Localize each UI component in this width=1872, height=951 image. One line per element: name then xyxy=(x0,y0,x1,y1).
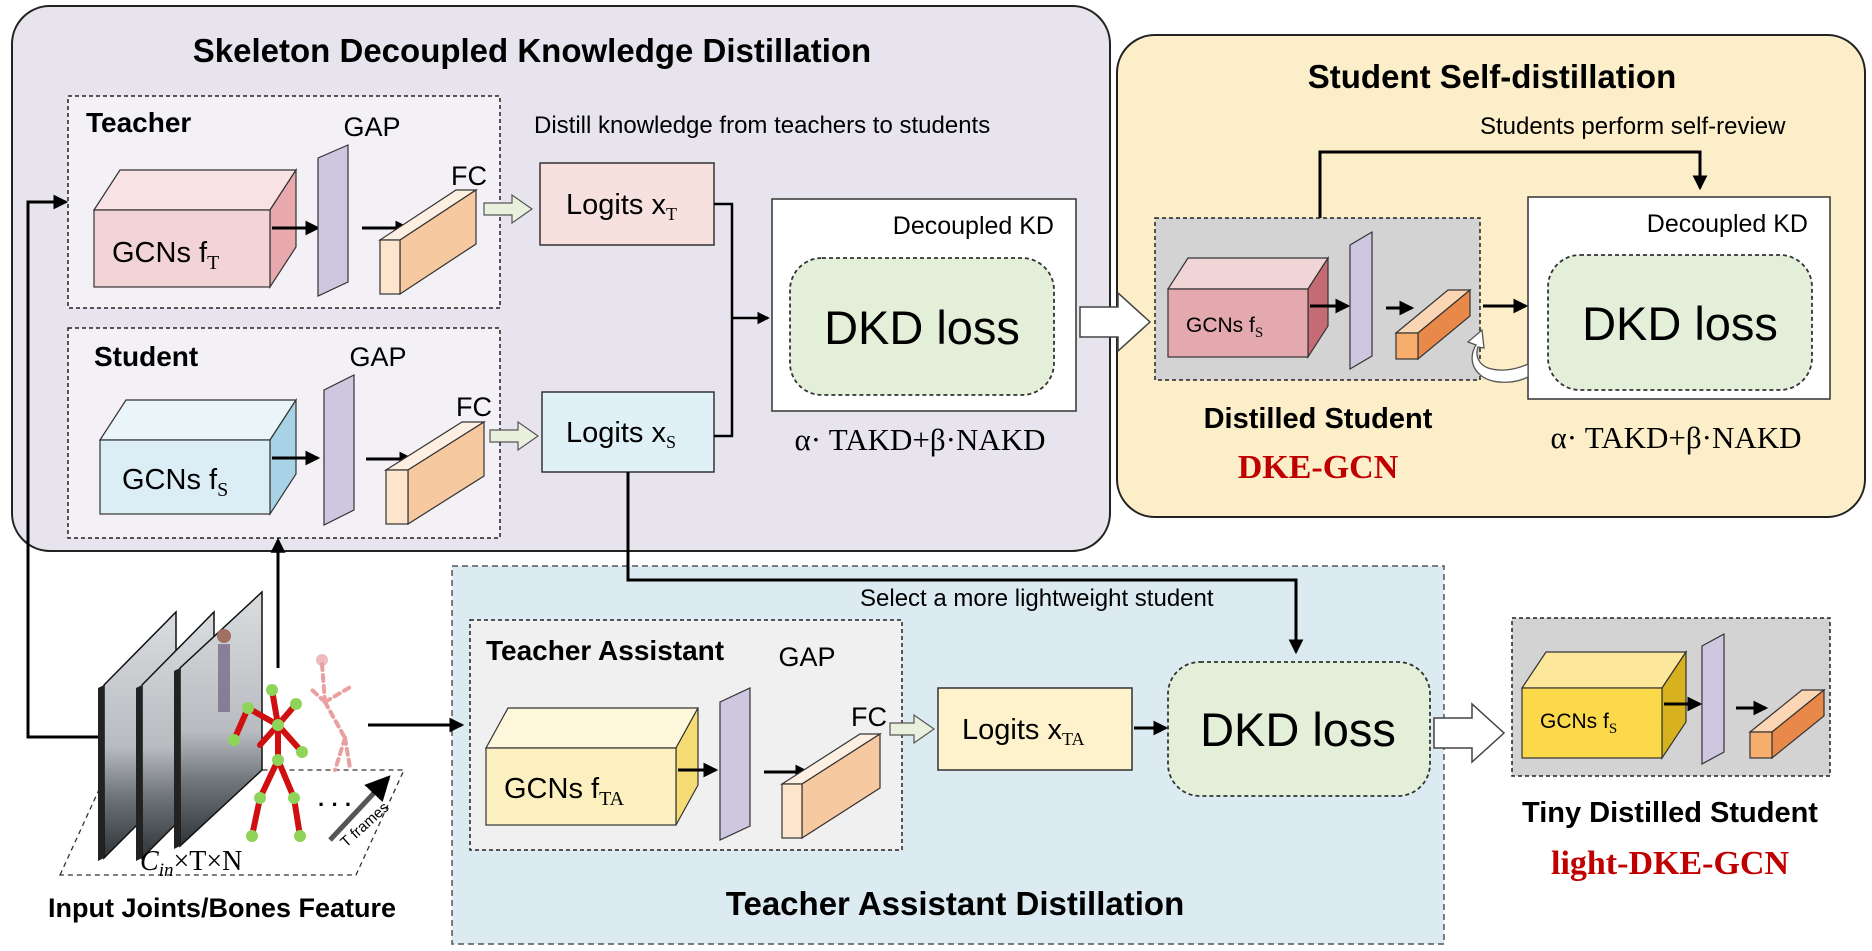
student-gap-label: GAP xyxy=(349,342,406,372)
time-arrow xyxy=(328,775,391,842)
student-logits-connector xyxy=(714,318,734,438)
ta-dkd-loss: DKD loss xyxy=(1200,703,1396,756)
skd-to-ssd-arrow xyxy=(1079,291,1152,353)
teacher-label: Teacher xyxy=(86,107,191,138)
ta-fc-block xyxy=(779,732,883,840)
teacher-logits-box xyxy=(539,162,715,246)
tiny-fc-block xyxy=(1748,688,1826,760)
distill-note: Distill knowledge from teachers to stude… xyxy=(534,112,990,139)
student-gap-plate xyxy=(323,374,355,526)
svg-text:GCNs fS: GCNs fS xyxy=(1540,710,1617,737)
skd-dkd-loss: DKD loss xyxy=(824,301,1020,354)
teacher-gcn-block: GCNs fT xyxy=(92,167,298,290)
ta-gcn-block: GCNs fTA xyxy=(484,707,700,826)
dke-gcn-label: DKE-GCN xyxy=(1238,449,1399,486)
feedback-arrow xyxy=(1466,328,1529,383)
ta-fc-label: FC xyxy=(851,702,887,732)
teacher-logits-connector xyxy=(714,202,734,318)
ssd-gcn-block: GCNs fS xyxy=(1166,255,1330,360)
skd-decoupled-kd-label: Decoupled KD xyxy=(893,212,1054,240)
student-to-ta-connector xyxy=(626,472,1304,655)
tad-to-tiny-arrow xyxy=(1433,702,1506,764)
ta-logits-text: Logits xTA xyxy=(962,714,1085,749)
teacher-logits-text: Logits xT xyxy=(566,189,677,224)
tiny-student-label: Tiny Distilled Student xyxy=(1522,797,1818,829)
teacher-gap-plate xyxy=(317,144,349,297)
ta-gap-label: GAP xyxy=(778,642,835,672)
student-fc-block xyxy=(383,420,487,526)
ta-dkd-loss-box xyxy=(1167,661,1431,797)
svg-text:GCNs fS: GCNs fS xyxy=(1186,314,1263,341)
input-dots: · · · xyxy=(318,792,352,817)
input-skeleton-figure xyxy=(308,662,354,772)
teacher-fc-block xyxy=(377,188,479,296)
ssd-dkd-loss-box xyxy=(1547,254,1813,391)
ta-label: Teacher Assistant xyxy=(486,635,724,666)
svg-text:GCNs fTA: GCNs fTA xyxy=(504,773,625,810)
skd-title: Skeleton Decoupled Knowledge Distillatio… xyxy=(193,32,871,69)
light-dke-gcn-label: light-DKE-GCN xyxy=(1551,845,1789,882)
distilled-student-label: Distilled Student xyxy=(1204,403,1433,435)
self-review-arrow xyxy=(1318,150,1708,218)
student-fc-label: FC xyxy=(456,392,492,422)
teacher-gap-label: GAP xyxy=(343,112,400,142)
input-label: Input Joints/Bones Feature xyxy=(48,893,396,923)
input-skeleton-ghost-head xyxy=(316,654,328,666)
select-note: Select a more lightweight student xyxy=(860,585,1214,612)
tiny-gcn-block: GCNs fS xyxy=(1520,650,1688,760)
ssd-fc-block xyxy=(1394,288,1472,361)
student-label: Student xyxy=(94,341,198,372)
input-frame-stack xyxy=(98,590,263,861)
ta-logits-box xyxy=(937,687,1133,771)
skd-dkd-loss-box xyxy=(789,257,1055,396)
ssd-dkd-loss: DKD loss xyxy=(1582,297,1778,350)
ssd-note: Students perform self-review xyxy=(1480,113,1786,140)
input-to-teacher-connector xyxy=(26,194,128,739)
ta-fc-arrow xyxy=(889,713,936,745)
ssd-gap-plate xyxy=(1349,230,1373,371)
svg-text:GCNs fT: GCNs fT xyxy=(112,237,219,274)
tad-title: Teacher Assistant Distillation xyxy=(726,885,1184,922)
ta-gap-plate xyxy=(719,687,751,841)
tiny-gap-plate xyxy=(1701,632,1725,766)
input-skeleton-joints xyxy=(228,684,308,842)
ssd-formula: α· TAKD+β·NAKD xyxy=(1550,420,1801,455)
input-ground-plane xyxy=(58,769,406,876)
student-gcn-block: GCNs fS xyxy=(98,397,298,517)
student-fc-arrow xyxy=(489,420,540,452)
ssd-decoupled-kd-label: Decoupled KD xyxy=(1647,210,1808,238)
input-dims-label: Cin×T×N xyxy=(140,846,242,881)
skd-formula: α· TAKD+β·NAKD xyxy=(794,422,1045,457)
teacher-fc-arrow xyxy=(483,193,534,225)
svg-text:GCNs fS: GCNs fS xyxy=(122,464,228,501)
teacher-fc-label: FC xyxy=(451,161,487,191)
ssd-title: Student Self-distillation xyxy=(1308,58,1677,95)
student-logits-text: Logits xS xyxy=(566,417,676,452)
